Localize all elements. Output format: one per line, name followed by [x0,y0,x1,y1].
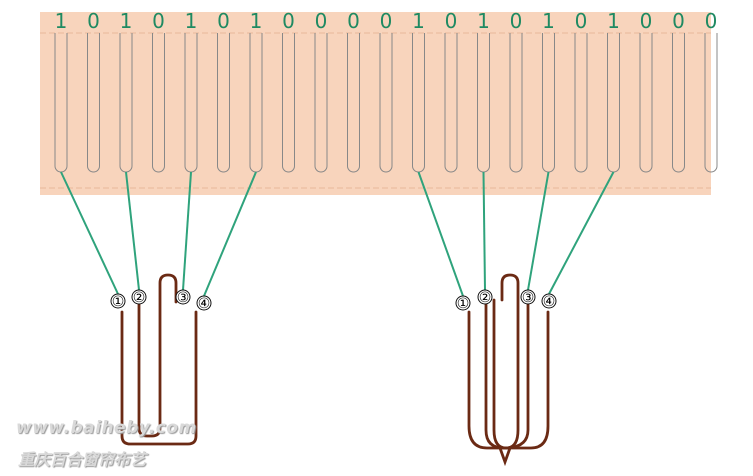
tape-slot [379,33,393,173]
slot-digit: 0 [152,9,165,33]
tape-slot [87,33,100,173]
slot-digit: 1 [250,9,263,33]
slot-digit: 0 [705,9,718,33]
prong-label-circle [110,293,126,309]
tape-slot [217,33,230,173]
watermark-cn: 重庆百合窗帘布艺 [18,450,147,469]
slot-digit: 0 [282,9,295,33]
tape-slot [282,33,295,173]
slot-digit: 1 [607,9,620,33]
lead-line [203,171,257,297]
prong-label-circle [520,289,536,305]
prong-label-circle [175,289,191,305]
tape-slot [672,33,685,173]
prong-label: ① [112,294,125,310]
slot-digit: 0 [315,9,328,33]
lead-line [548,171,615,295]
prong-label: ② [479,290,492,306]
inner-loop [137,273,178,438]
lead-line [482,171,486,291]
tape-slot [444,33,458,173]
lead-lines [60,171,615,297]
outer-loop [467,310,550,450]
slot-digit: 1 [55,9,68,33]
tape-slot [314,33,328,173]
slot-digit: 1 [120,9,133,33]
slot-digit: 0 [347,9,360,33]
slot-digit: 0 [445,9,458,33]
prong-label-circle [196,295,212,311]
inner-loop [492,273,520,450]
tape-slot [152,33,165,173]
prong-label-circle [477,289,493,305]
middle-loop [484,302,530,450]
outer-loop [120,310,198,446]
tape-slot [249,33,263,173]
lead-line [417,171,464,297]
slot-digit: 1 [542,9,555,33]
slot-digit: 0 [217,9,230,33]
tape-slot [574,33,588,173]
pleat-hooks [120,273,550,467]
slot-digit: 0 [380,9,393,33]
lead-line [182,171,192,291]
watermark-url: www.baiheby.com [16,418,197,438]
slot-digit: 1 [185,9,198,33]
prong-label-circle [541,293,557,309]
tape-slot [509,33,523,173]
prong-label-circle [455,295,471,311]
lead-line [527,171,550,291]
slot-digit: 1 [477,9,490,33]
prong-label: ③ [522,290,535,306]
slot-digit: 1 [412,9,425,33]
prong-label-circle [131,289,147,305]
tape-slot [704,33,718,173]
prong-label: ③ [177,290,190,306]
prong-label: ④ [543,294,556,310]
slot-digit: 0 [672,9,685,33]
tape-slot [347,33,360,173]
tape-slot [639,33,653,173]
slot-digit: 0 [575,9,588,33]
slot-digit: 0 [640,9,653,33]
prong-label: ① [457,296,470,312]
prong-label: ④ [198,296,211,312]
slot-digit: 0 [510,9,523,33]
curtain-tape-band [40,12,711,195]
lead-line [125,171,140,291]
prong-label: ② [133,290,146,306]
slot-digit: 0 [87,9,100,33]
hook-tip [498,446,512,467]
lead-line [60,171,119,295]
